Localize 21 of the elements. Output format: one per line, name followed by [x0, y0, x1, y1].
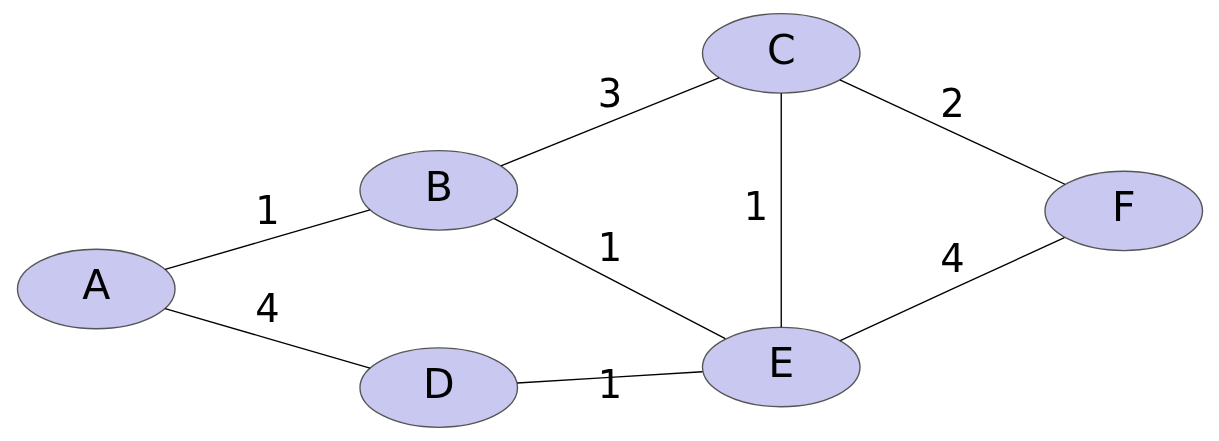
edge-label: 1 — [597, 224, 622, 270]
node-ellipse: D — [358, 347, 518, 429]
edge-label: 2 — [939, 80, 965, 126]
edge-label: 1 — [743, 183, 768, 229]
node-ellipse: E — [701, 326, 861, 408]
edge-label: 4 — [939, 235, 965, 281]
node-ellipse: B — [358, 149, 518, 231]
connector — [163, 209, 371, 271]
edge-label: 4 — [254, 286, 280, 332]
connector — [493, 217, 726, 340]
node-ellipse: A — [16, 248, 176, 330]
edge-label: 1 — [254, 187, 280, 233]
connector — [516, 371, 703, 384]
connector — [499, 77, 720, 167]
node-ellipse: F — [1043, 170, 1203, 252]
connector — [163, 307, 371, 369]
connector — [838, 79, 1066, 185]
edge-label: 3 — [597, 71, 622, 117]
connector — [839, 236, 1065, 342]
connector — [780, 92, 782, 329]
node-ellipse: C — [701, 12, 861, 94]
